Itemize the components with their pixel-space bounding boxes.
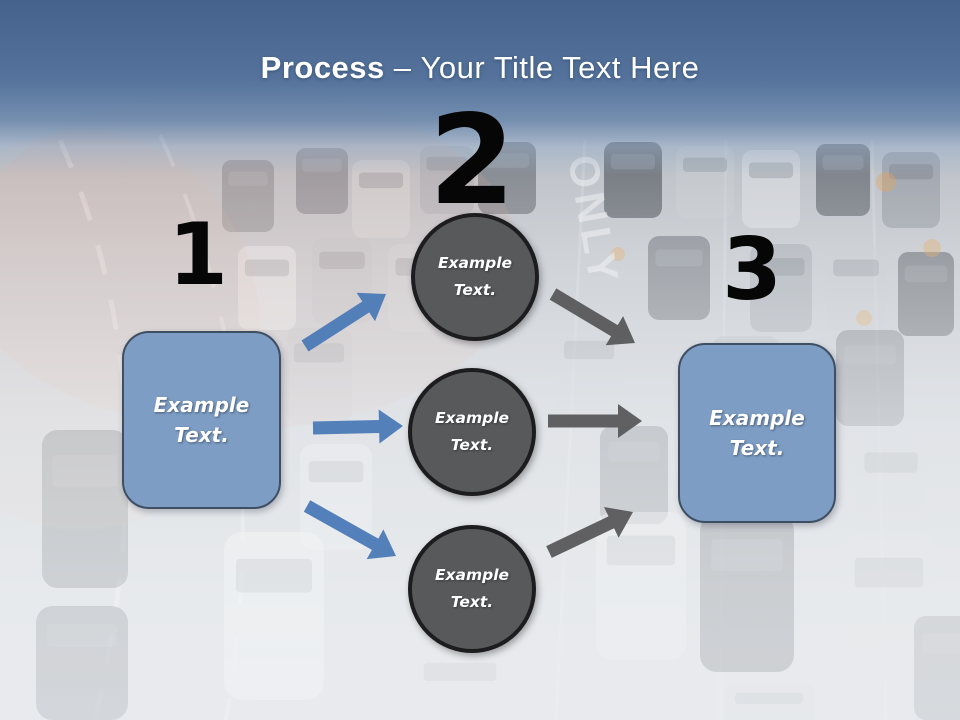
circle-bot-line1: Example <box>434 565 510 584</box>
circle-step-2-middle-label: Example Text. <box>435 405 509 459</box>
box-step-3: Example Text. <box>678 343 836 523</box>
slide-title: Process–Your Title Text Here <box>0 50 960 86</box>
step-number-1: 1 <box>168 205 228 305</box>
circle-top-line2: Text. <box>453 281 497 299</box>
title-rest: Your Title Text Here <box>420 50 700 85</box>
circle-step-2-top: Example Text. <box>411 213 539 341</box>
circle-mid-line2: Text. <box>450 436 494 454</box>
box-step-1-line2: Text. <box>174 423 229 447</box>
box-step-1-line1: Example <box>153 393 250 417</box>
box-step-1: Example Text. <box>122 331 281 509</box>
box-step-3-line1: Example <box>709 406 805 430</box>
circle-step-2-bottom: Example Text. <box>408 525 536 653</box>
box-step-1-label: Example Text. <box>154 390 250 450</box>
title-emphasis: Process <box>260 50 385 85</box>
box-step-3-line2: Text. <box>729 436 785 460</box>
circle-top-line1: Example <box>437 253 513 272</box>
circle-step-2-bottom-label: Example Text. <box>435 562 509 616</box>
step-number-2: 2 <box>428 89 516 233</box>
step-number-3: 3 <box>722 220 782 320</box>
circle-step-2-middle: Example Text. <box>408 368 536 496</box>
title-band <box>0 0 960 175</box>
box-step-3-label: Example Text. <box>709 403 805 463</box>
title-dash: – <box>393 50 412 85</box>
circle-mid-line1: Example <box>434 408 510 427</box>
circle-step-2-top-label: Example Text. <box>438 250 512 304</box>
circle-bot-line2: Text. <box>450 593 494 611</box>
